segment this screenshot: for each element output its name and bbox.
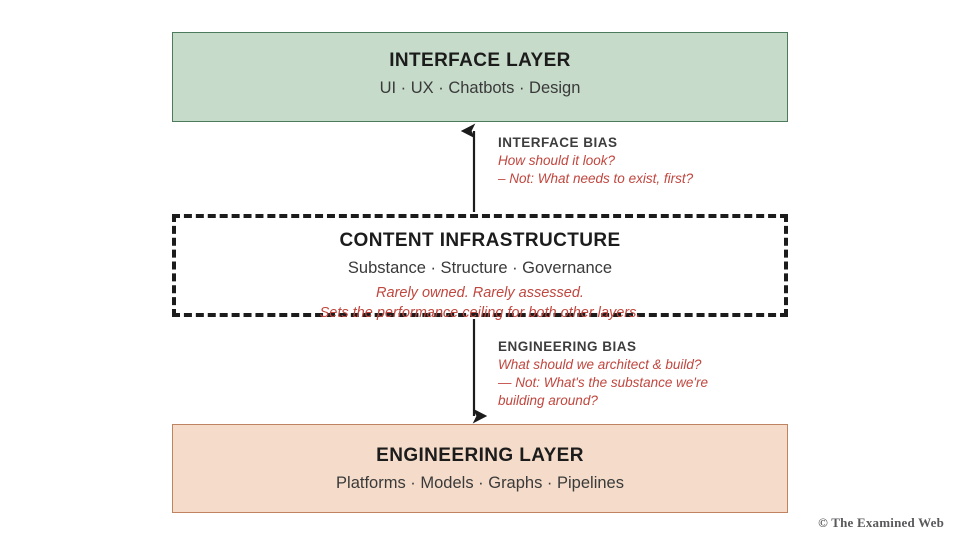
engineering-bias-line-1: What should we architect & build? bbox=[498, 356, 702, 372]
footer-credit: © The Examined Web bbox=[818, 515, 944, 530]
interface-bias-title: INTERFACE BIAS bbox=[498, 135, 618, 150]
interface-layer-subtitle: UI · UX · Chatbots · Design bbox=[379, 78, 581, 97]
interface-bias-annotation: INTERFACE BIAS How should it look? – Not… bbox=[498, 135, 778, 188]
engineering-layer-box: ENGINEERING LAYER Platforms · Models · G… bbox=[172, 424, 788, 513]
engineering-bias-line-2: — Not: What's the substance we're bbox=[498, 374, 708, 390]
interface-layer-title: INTERFACE LAYER bbox=[389, 50, 571, 71]
content-infrastructure-note-1: Rarely owned. Rarely assessed. bbox=[376, 285, 584, 302]
engineering-bias-title: ENGINEERING BIAS bbox=[498, 339, 637, 354]
content-infrastructure-title: CONTENT INFRASTRUCTURE bbox=[339, 230, 621, 251]
engineering-bias-line-3: building around? bbox=[498, 392, 598, 408]
content-infrastructure-box: CONTENT INFRASTRUCTURE Substance · Struc… bbox=[172, 214, 788, 321]
engineering-layer-title: ENGINEERING LAYER bbox=[376, 445, 584, 466]
engineering-bias-annotation: ENGINEERING BIAS What should we architec… bbox=[498, 339, 778, 409]
engineering-layer-subtitle: Platforms · Models · Graphs · Pipelines bbox=[336, 473, 624, 492]
content-infrastructure-note-2: Sets the performance ceiling for both ot… bbox=[319, 305, 641, 322]
interface-bias-line-1: How should it look? bbox=[498, 152, 616, 168]
interface-layer-box: INTERFACE LAYER UI · UX · Chatbots · Des… bbox=[172, 32, 788, 122]
interface-bias-line-2: – Not: What needs to exist, first? bbox=[498, 170, 694, 186]
content-infrastructure-subtitle: Substance · Structure · Governance bbox=[347, 258, 613, 277]
